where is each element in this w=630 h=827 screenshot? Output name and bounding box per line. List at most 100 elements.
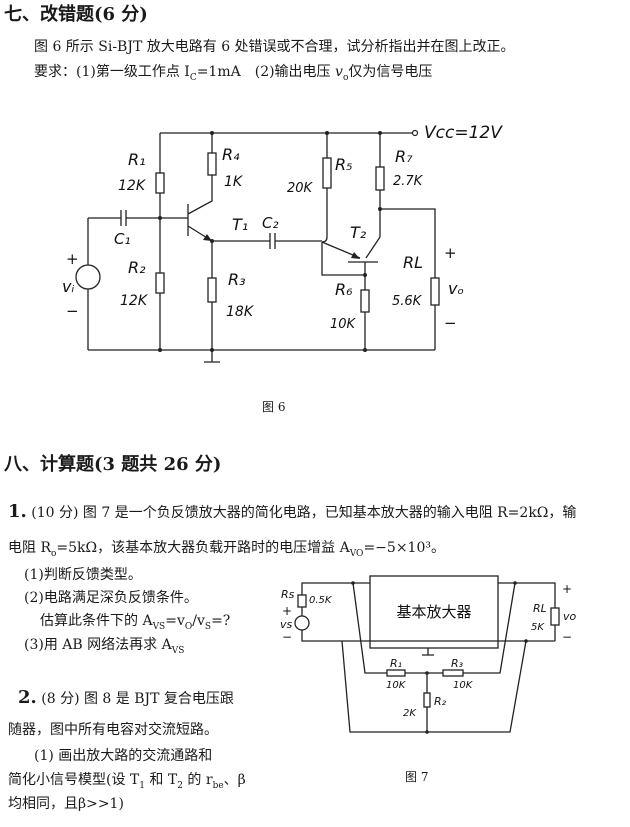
vo-minus: − (444, 314, 457, 332)
section7-requirements: 要求：(1)第一级工作点 IC=1mA (2)输出电压 vo仅为信号电压 (34, 63, 432, 87)
resistor-r2 (423, 692, 431, 708)
resistor-r1 (155, 172, 165, 194)
resistor-r7 (375, 166, 385, 191)
rl-label: RL (403, 253, 423, 272)
r5-label: R₅ (335, 155, 353, 174)
figure7-circuit: 基本放大器 Rs 0.5K + vs − RL 5K + vo − R₁ 10K… (280, 575, 577, 734)
junction-dot (425, 671, 429, 675)
q1-text: =v (165, 613, 185, 629)
transistor-t1 (187, 133, 213, 242)
resistor-rl (550, 607, 560, 626)
rl-label: RL (533, 602, 547, 615)
capacitor-c2 (269, 233, 276, 249)
figure7-caption: 图 7 (405, 770, 429, 784)
q2-text: (8 分) 图 8 是 BJT 复合电压跟 (36, 691, 234, 707)
t1-emitter-arrow (203, 234, 212, 241)
r3-label: R₃ (228, 270, 246, 289)
basic-amplifier-box (369, 575, 499, 649)
junction-dot (378, 207, 382, 211)
source-vs (294, 615, 310, 631)
r6-label: R₆ (335, 280, 353, 299)
resistor-r6 (360, 289, 370, 313)
q1-sub: VO (349, 548, 364, 559)
vcc-label: Vcc=12V (424, 123, 503, 143)
r1-value: 10K (386, 680, 407, 691)
q1-item1: (1)判断反馈类型。 (24, 567, 142, 583)
figure6-circuit: Vcc=12V R₁ 12K R₂ 12K R₄ 1K R₃ 18K R₅ 20… (62, 123, 503, 363)
junction-dot (158, 348, 162, 352)
r1-value: 12K (118, 178, 147, 194)
req-text: =1mA (2)输出电压 (196, 64, 336, 80)
q2-line5: 均相同，且β>>1) (8, 796, 124, 812)
vs-minus: − (282, 630, 292, 644)
junction-dot (210, 239, 214, 243)
q1-sub: VS (171, 645, 185, 656)
q1-item2: (2)电路满足深负反馈条件。 (24, 590, 198, 606)
basic-amplifier-label: 基本放大器 (396, 603, 471, 621)
q1-text: 估算此条件下的 A (40, 613, 153, 629)
junction-dot (325, 131, 329, 135)
source-vi (75, 264, 101, 290)
capacitor-c1 (120, 210, 127, 226)
vo-label: vo (563, 610, 577, 623)
transistor-t2 (321, 236, 381, 276)
q2-text: 和 T (144, 772, 178, 788)
t2-emitter-arrow (351, 252, 360, 259)
q1-text: =−5×10³。 (363, 540, 445, 556)
r3-value: 10K (453, 680, 474, 691)
q1-sub: VS (152, 621, 166, 632)
q2-number: 2. (18, 687, 37, 708)
junction-dots (158, 131, 382, 352)
wire-r7 (379, 133, 436, 350)
resistor-r1 (386, 669, 406, 677)
r1-label: R₁ (390, 657, 402, 670)
q1-text: =? (211, 613, 231, 629)
c1-label: C₁ (114, 230, 131, 248)
section8-heading: 八、计算题(3 题共 26 分) (4, 454, 222, 475)
vo-plus: + (444, 244, 457, 262)
q2-sub: 1 (139, 780, 145, 791)
q1-sub: O (184, 621, 193, 632)
req-text: 仅为信号电压 (348, 64, 433, 80)
rl-value: 5K (531, 622, 545, 633)
q1-text: (3)用 AB 网络法再求 A (24, 637, 172, 653)
junction-dot (425, 730, 429, 734)
r1-label: R₁ (128, 150, 146, 169)
q2-text: 的 r (182, 772, 213, 788)
resistor-rl (430, 277, 440, 306)
wire-feedback-outer (341, 640, 527, 733)
vo-label: vₒ (448, 279, 464, 298)
resistor-r3 (442, 669, 464, 677)
q1-text: =5kΩ，该基本放大器负载开路时的电压增益 A (56, 540, 350, 556)
resistor-r2 (155, 272, 165, 294)
r3-value: 18K (226, 304, 255, 320)
rl-value: 5.6K (392, 294, 423, 309)
junction-dot (524, 639, 528, 643)
vi-minus: − (66, 302, 79, 320)
vo-plus: + (562, 582, 572, 596)
req-text: 要求：(1)第一级工作点 I (34, 64, 190, 80)
q1-text: (10 分) 图 7 是一个负反馈放大器的简化电路，已知基本放大器的输入电阻 R… (26, 505, 577, 521)
figure6-caption: 图 6 (262, 400, 286, 414)
resistor-r5 (322, 157, 332, 189)
section7-description: 图 6 所示 Si-BJT 放大电路有 6 处错误或不合理，试分析指出并在图上改… (34, 39, 515, 55)
q1-item3: (3)用 AB 网络法再求 AVS (24, 636, 184, 660)
section7-heading: 七、改错题(6 分) (4, 4, 148, 25)
junction-dot (363, 273, 367, 277)
q1-item2-formula: 估算此条件下的 AVS=vO/vS=? (40, 612, 230, 636)
q2-sub: be (212, 780, 224, 791)
junction-dot (378, 131, 382, 135)
rs-value: 0.5K (309, 595, 333, 606)
r4-label: R₄ (222, 145, 240, 164)
vo-minus: − (562, 630, 572, 644)
q1-number: 1. (8, 501, 27, 522)
q1-sub: o (51, 548, 57, 559)
t2-label: T₂ (350, 223, 367, 242)
vi-label: vᵢ (62, 277, 74, 296)
q2-text: 、β (223, 772, 246, 788)
r2-value: 2K (403, 708, 417, 719)
r2-label: R₂ (128, 258, 146, 277)
q2-text: 简化小信号模型(设 T (8, 772, 140, 788)
rs-label: Rs (281, 588, 295, 601)
